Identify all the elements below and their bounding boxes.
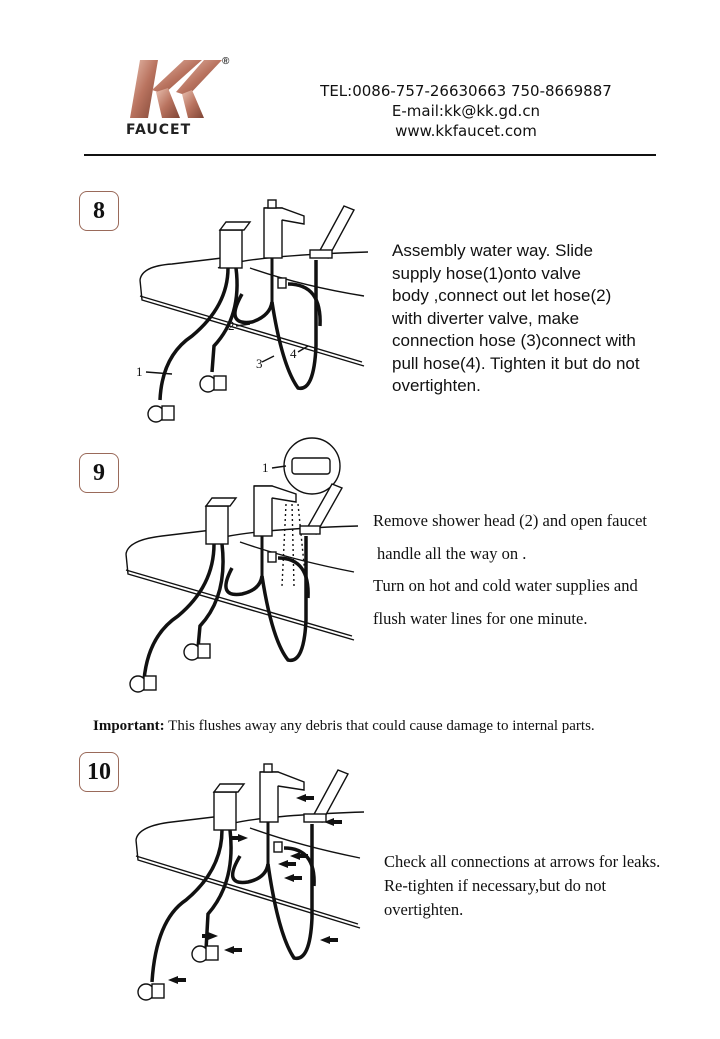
callout-2: 2: [228, 318, 235, 333]
contact-website[interactable]: www.kkfaucet.com: [395, 122, 537, 140]
step-9-line: Turn on hot and cold water supplies and: [373, 576, 638, 595]
step-10-line: overtighten.: [384, 900, 464, 919]
important-text: This flushes away any debris that could …: [164, 718, 595, 734]
step-10-line: Re-tighten if necessary,but do not: [384, 876, 607, 895]
important-label: Important:: [93, 718, 165, 734]
step-8-badge: 8: [79, 191, 119, 231]
header-divider: [84, 154, 656, 156]
contact-email[interactable]: E-mail:kk@kk.gd.cn: [391, 102, 541, 120]
step-8-line: supply hose(1)onto valve: [392, 263, 582, 283]
step-9-badge: 9: [79, 453, 119, 493]
step-8-line: overtighten.: [392, 376, 481, 395]
step-10-line: Check all connections at arrows for leak…: [384, 852, 661, 871]
step-9-line: handle all the way on .: [377, 543, 527, 563]
important-note: Important: This flushes away any debris …: [93, 718, 595, 735]
step-8-line: with diverter valve, make: [392, 308, 580, 328]
step-9-illustration: 1: [125, 437, 359, 693]
callout-3: 3: [256, 356, 263, 371]
step-9-line: Remove shower head (2) and open faucet: [373, 511, 647, 530]
step-8-line: Assembly water way. Slide: [392, 241, 593, 260]
logo-wordmark: FAUCET: [126, 122, 192, 138]
step-8-line: body ,connect out let hose(2): [392, 286, 612, 305]
step-10-illustration: [135, 763, 365, 1001]
step-10-badge: 10: [79, 752, 119, 792]
step-8-instructions: Assembly water way. Slide supply hose(1)…: [392, 240, 692, 398]
step-8-line: connection hose (3)connect with: [392, 331, 636, 350]
kk-logo: [130, 60, 222, 118]
step-9-line: flush water lines for one minute.: [373, 608, 588, 628]
callout-4: 4: [290, 346, 297, 361]
aerator-callout-1: 1: [262, 460, 269, 475]
callout-1: 1: [136, 364, 143, 379]
step-10-instructions: Check all connections at arrows for leak…: [384, 850, 704, 922]
step-8-line: pull hose(4). Tighten it but do not: [392, 353, 640, 373]
registered-mark: ®: [222, 56, 230, 67]
contact-telephone: TEL:0086-757-26630663 750-8669887: [320, 82, 612, 100]
leak-check-arrows: [168, 794, 342, 984]
step-9-instructions: Remove shower head (2) and open faucet h…: [373, 510, 703, 640]
step-8-illustration: 1 2 3 4: [136, 199, 369, 423]
